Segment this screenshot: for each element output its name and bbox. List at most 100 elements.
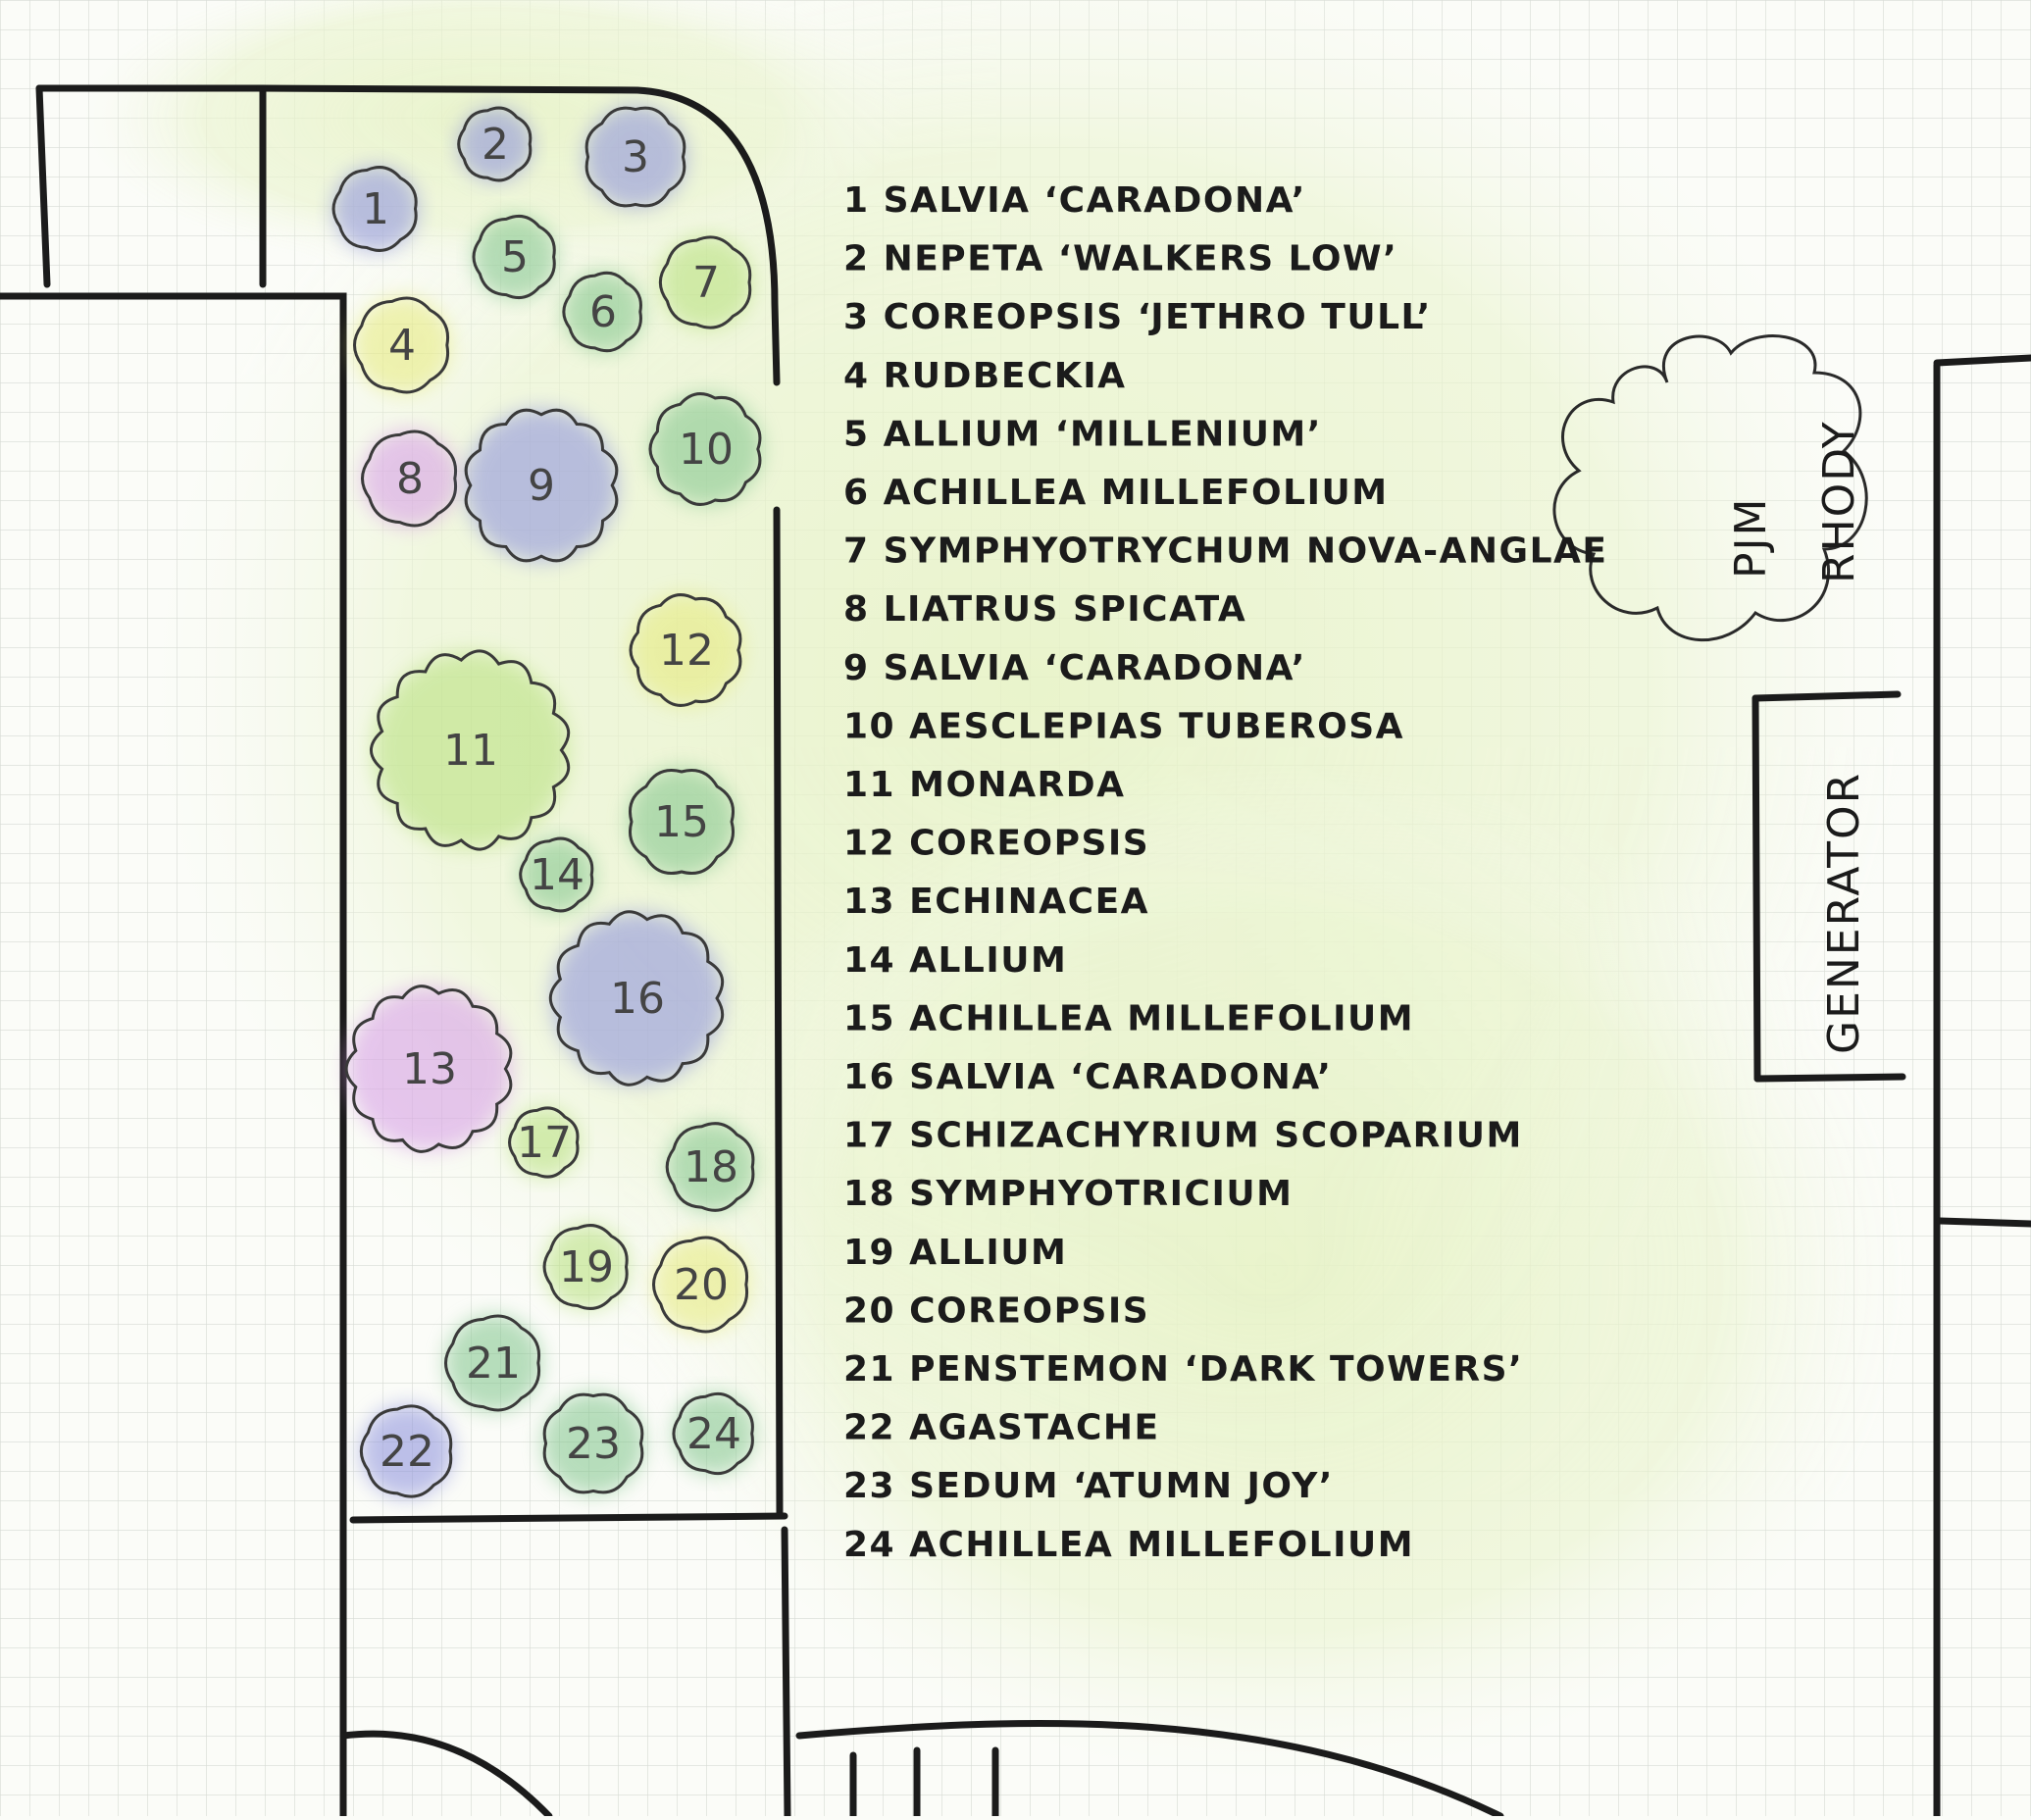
plant-10: 10: [648, 392, 762, 506]
plant-wash-22: [360, 1404, 454, 1498]
plant-5: 5: [472, 214, 557, 300]
plant-number-24: 24: [686, 1409, 741, 1459]
plant-outline-22: [359, 1404, 453, 1498]
plant-wash-20: [652, 1236, 750, 1334]
plant-9: 9: [464, 408, 619, 563]
plant-wash-13: [347, 986, 512, 1151]
plant-3: 3: [584, 105, 687, 209]
plant-number-12: 12: [659, 626, 714, 676]
plant-14: 14: [519, 836, 594, 913]
plant-21: 21: [444, 1314, 542, 1412]
legend-item-7: 7 SYMPHYOTRYCHUM NOVA-ANGLAE: [843, 531, 1607, 572]
plant-4: 4: [353, 296, 451, 394]
plant-number-19: 19: [559, 1242, 614, 1292]
plant-outline-2: [457, 106, 533, 182]
plant-7: 7: [658, 235, 753, 329]
plant-outline-9: [464, 408, 619, 563]
plant-11: 11: [369, 649, 571, 851]
rhody-shrub-outline: [1552, 334, 1868, 642]
plant-outline-21: [444, 1314, 541, 1412]
plant-wash-14: [520, 837, 594, 912]
plant-6: 6: [562, 271, 643, 353]
legend-item-11: 11 MONARDA: [843, 765, 1126, 805]
plant-outline-7: [658, 235, 752, 329]
plant-outline-11: [369, 649, 571, 851]
plant-wash-4: [353, 296, 451, 394]
plant-18: 18: [665, 1122, 756, 1212]
plant-24: 24: [672, 1391, 755, 1476]
plant-wash-9: [465, 409, 618, 562]
plant-outline-20: [652, 1236, 749, 1334]
legend-item-1: 1 SALVIA ‘CARADONA’: [843, 180, 1306, 221]
plant-wash-3: [584, 105, 687, 209]
plant-number-21: 21: [466, 1339, 521, 1389]
plant-16: 16: [548, 910, 725, 1087]
plant-outline-5: [472, 214, 556, 300]
plant-wash-6: [563, 272, 643, 352]
legend-item-4: 4 RUDBECKIA: [843, 356, 1127, 396]
legend-item-14: 14 ALLIUM: [843, 940, 1067, 981]
legend-item-21: 21 PENSTEMON ‘DARK TOWERS’: [843, 1349, 1523, 1390]
plant-number-9: 9: [528, 461, 555, 511]
plant-outline-23: [542, 1392, 644, 1494]
plant-wash-15: [627, 767, 736, 877]
plant-number-7: 7: [692, 258, 720, 308]
plant-outline-17: [508, 1106, 580, 1179]
legend-item-18: 18 SYMPHYOTRICIUM: [843, 1174, 1293, 1214]
plant-wash-7: [659, 235, 753, 329]
legend-item-2: 2 NEPETA ‘WALKERS LOW’: [843, 239, 1397, 279]
plant-22: 22: [359, 1404, 454, 1498]
plant-number-15: 15: [654, 797, 709, 847]
plant-number-3: 3: [622, 132, 649, 182]
plant-number-18: 18: [684, 1142, 738, 1192]
legend-item-20: 20 COREOPSIS: [843, 1290, 1149, 1331]
plant-2: 2: [457, 106, 533, 182]
legend-item-8: 8 LIATRUS SPICATA: [843, 589, 1246, 630]
plant-8: 8: [361, 430, 459, 528]
legend-item-9: 9 SALVIA ‘CARADONA’: [843, 648, 1306, 688]
legend-item-10: 10 AESCLEPIAS TUBEROSA: [843, 706, 1404, 746]
plant-number-4: 4: [388, 321, 416, 371]
plant-outline-8: [361, 430, 458, 528]
plant-outline-24: [672, 1391, 754, 1476]
plant-wash-11: [373, 652, 569, 848]
plant-outline-3: [584, 106, 686, 208]
plant-wash-23: [541, 1391, 645, 1495]
legend-item-17: 17 SCHIZACHYRIUM SCOPARIUM: [843, 1116, 1523, 1156]
plant-12: 12: [629, 593, 742, 707]
structure-lines: [0, 84, 2031, 1820]
plant-wash-8: [361, 430, 459, 528]
plant-number-22: 22: [380, 1427, 434, 1477]
plant-number-2: 2: [482, 120, 509, 170]
plant-outline-18: [665, 1122, 755, 1212]
plant-outline-15: [628, 768, 736, 876]
plant-wash-5: [473, 215, 557, 299]
legend-item-22: 22 AGASTACHE: [843, 1408, 1160, 1448]
plant-number-1: 1: [362, 184, 389, 234]
plant-number-11: 11: [443, 726, 498, 776]
plant-legend: 1 SALVIA ‘CARADONA’ 2 NEPETA ‘WALKERS LOW…: [843, 180, 1607, 1565]
plant-number-20: 20: [674, 1260, 729, 1310]
legend-item-16: 16 SALVIA ‘CARADONA’: [843, 1057, 1332, 1097]
legend-item-15: 15 ACHILLEA MILLEFOLIUM: [843, 998, 1414, 1038]
plant-outline-4: [353, 296, 450, 394]
plant-number-23: 23: [566, 1419, 621, 1469]
plant-wash-12: [631, 594, 742, 706]
plant-outline-13: [344, 985, 513, 1153]
legend-item-24: 24 ACHILLEA MILLEFOLIUM: [843, 1525, 1414, 1565]
plant-number-14: 14: [530, 850, 584, 900]
plant-wash-16: [551, 912, 724, 1085]
generator-label: GENERATOR: [1819, 772, 1869, 1054]
legend-item-6: 6 ACHILLEA MILLEFOLIUM: [843, 473, 1389, 513]
plant-1: 1: [331, 166, 419, 252]
plant-outline-14: [519, 836, 594, 913]
plant-number-17: 17: [517, 1118, 572, 1168]
plant-13: 13: [344, 985, 513, 1153]
plant-number-8: 8: [396, 454, 424, 504]
rhody-label: RHODY: [1814, 420, 1864, 583]
legend-item-12: 12 COREOPSIS: [843, 824, 1149, 864]
plant-15: 15: [627, 767, 736, 877]
plant-wash-17: [508, 1106, 581, 1179]
